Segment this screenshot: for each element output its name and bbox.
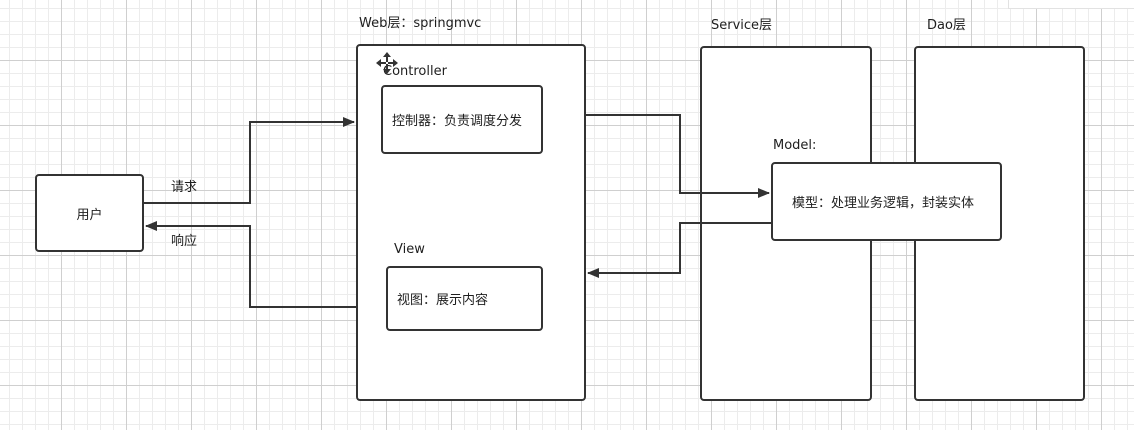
move-cursor-icon (376, 52, 398, 74)
response-label: 响应 (171, 234, 198, 249)
view-title: View (394, 242, 425, 257)
user-label: 用户 (76, 207, 103, 223)
service-layer-title: Service层 (711, 18, 773, 33)
view-box-text: 视图：展示内容 (397, 293, 489, 308)
controller-to-model-connector[interactable] (586, 114, 770, 198)
controller-box[interactable]: 控制器：负责调度分发 (381, 85, 543, 154)
dao-layer-title: Dao层 (927, 18, 966, 33)
controller-box-text: 控制器：负责调度分发 (392, 114, 523, 129)
view-box[interactable]: 视图：展示内容 (386, 266, 543, 331)
canvas-corner-panel (1008, 0, 1134, 9)
controller-title: Controller (383, 64, 447, 79)
request-label: 请求 (171, 180, 198, 195)
web-layer-title: Web层：springmvc (359, 16, 482, 31)
model-title: Model: (773, 138, 817, 153)
request-connector[interactable] (144, 117, 355, 204)
model-box[interactable]: 模型：处理业务逻辑，封装实体 (771, 162, 1002, 241)
response-connector[interactable] (145, 221, 356, 308)
user-node[interactable]: 用户 (35, 174, 144, 252)
model-box-text: 模型：处理业务逻辑，封装实体 (792, 196, 975, 211)
model-to-view-connector[interactable] (587, 222, 771, 278)
